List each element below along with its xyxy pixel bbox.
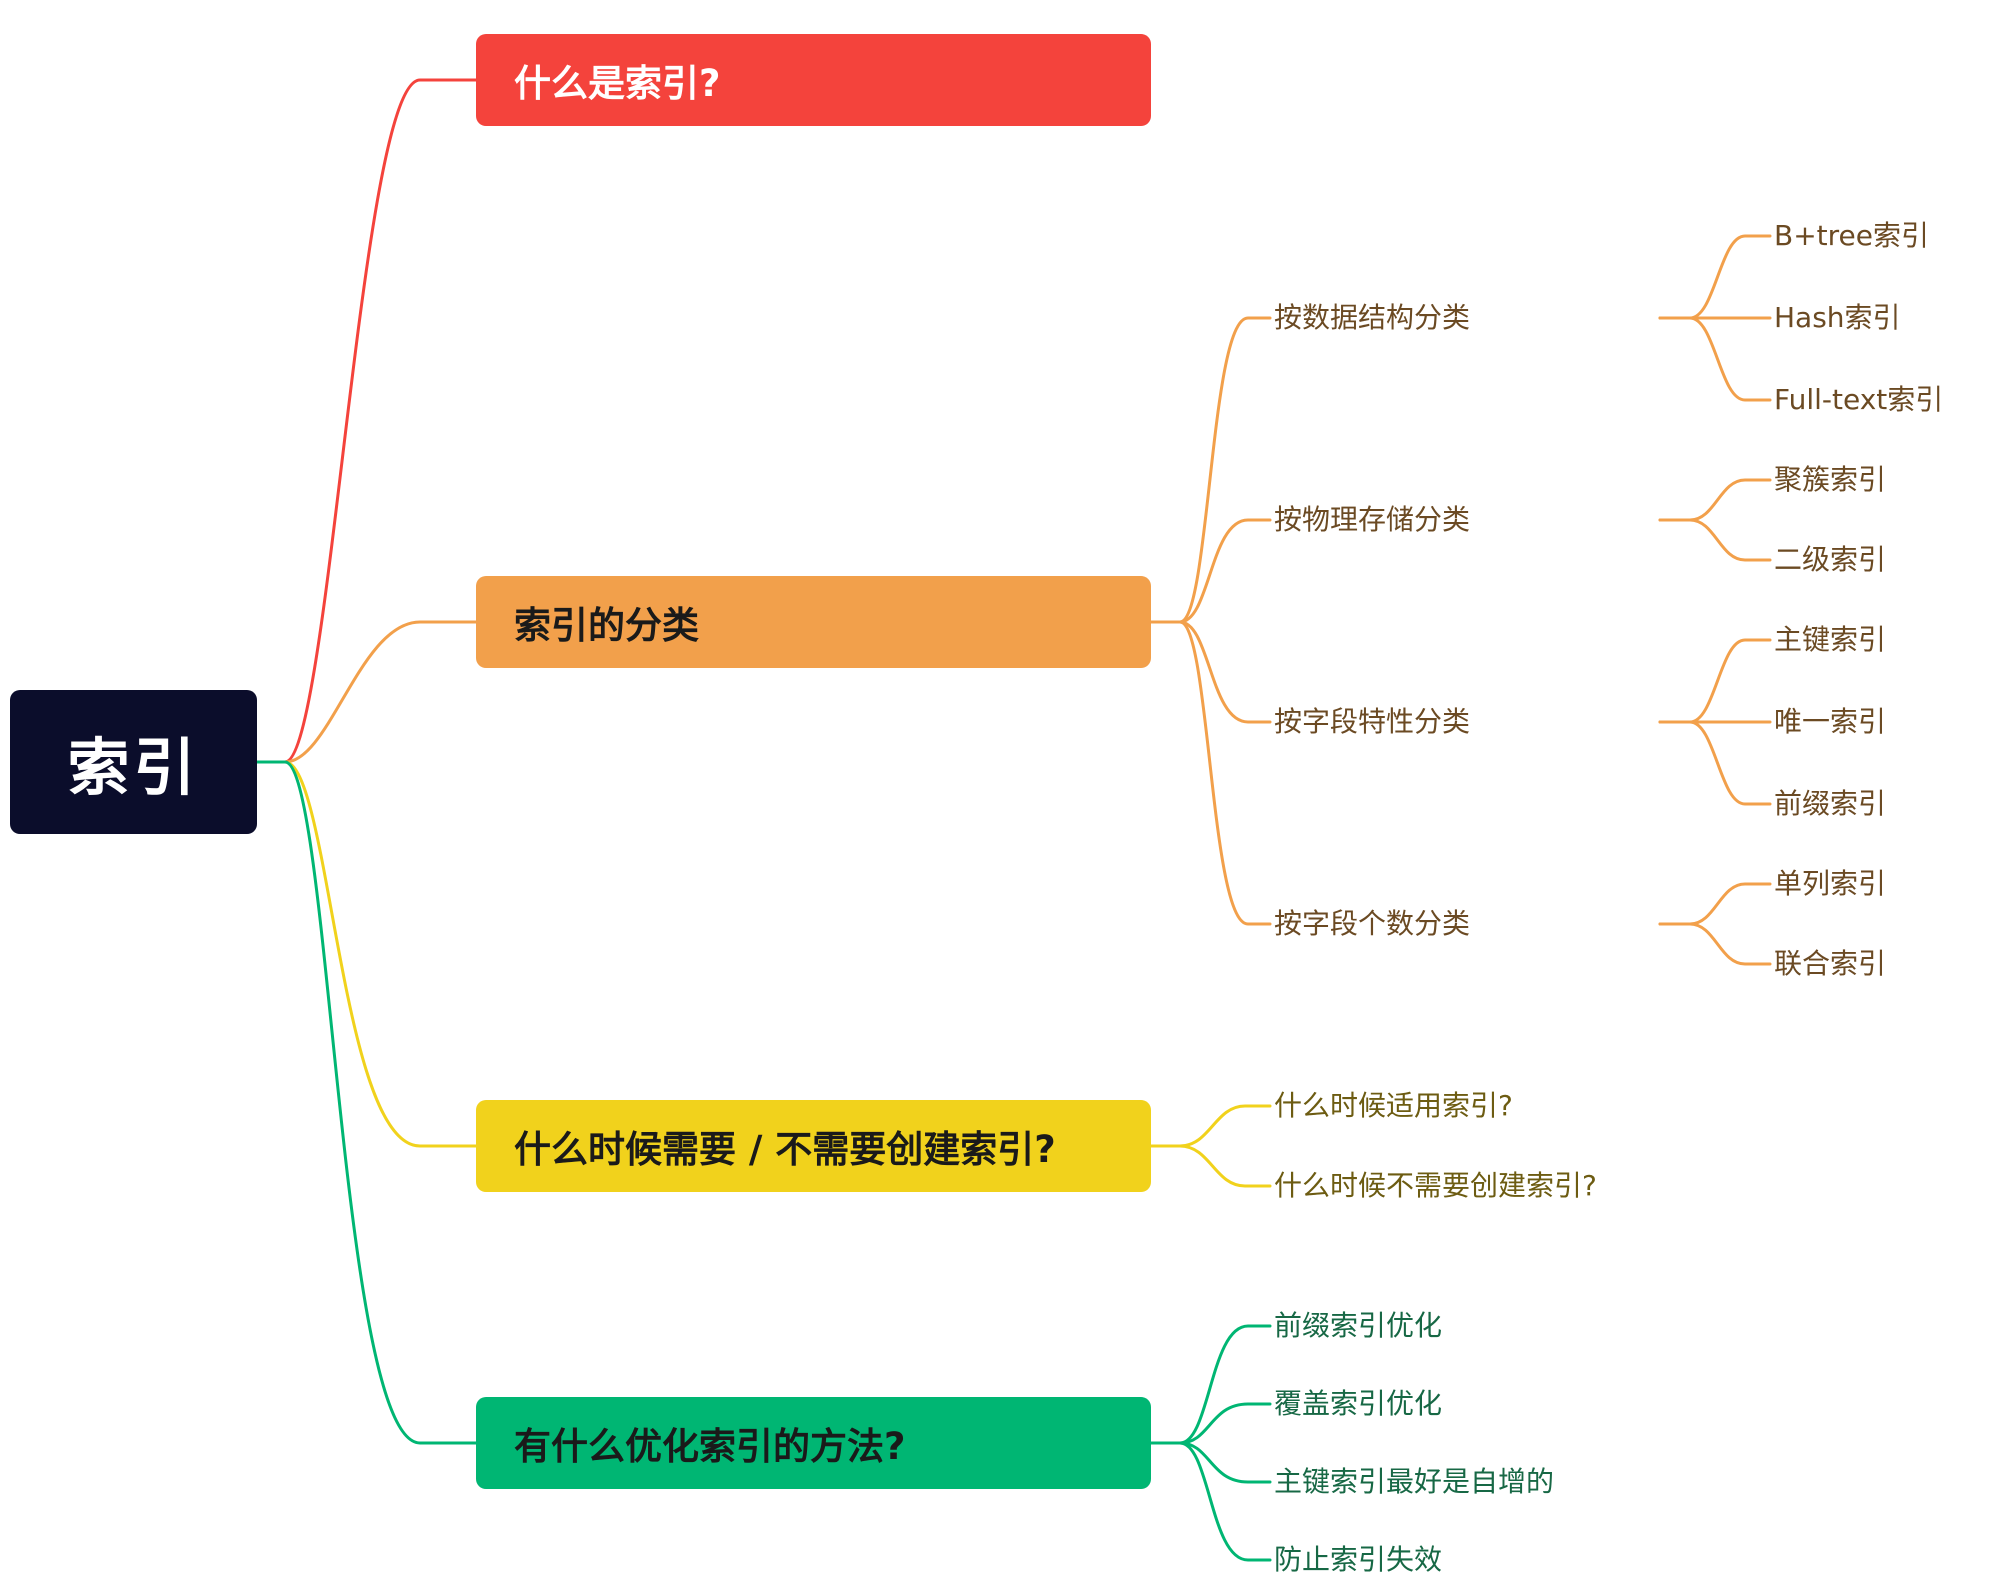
leaf-hash-index[interactable]: Hash索引	[1774, 301, 1901, 334]
node-by-data-structure[interactable]: 按数据结构分类	[1274, 301, 1471, 334]
node-by-physical-storage[interactable]: 按物理存储分类	[1274, 503, 1471, 536]
leaf-fulltext-index[interactable]: Full-text索引	[1774, 383, 1944, 416]
connectors-orange-level2	[1149, 316, 1272, 926]
leaf-btree-index[interactable]: B+tree索引	[1774, 219, 1929, 252]
connector-root-red	[255, 78, 478, 764]
leaf-unique-index[interactable]: 唯一索引	[1774, 705, 1887, 738]
root-node[interactable]: 索引	[10, 690, 257, 834]
branch-index-optimization[interactable]: 有什么优化索引的方法?	[476, 1397, 1151, 1489]
node-covering-index-optimization[interactable]: 覆盖索引优化	[1274, 1387, 1443, 1420]
node-prevent-index-failure[interactable]: 防止索引失效	[1274, 1543, 1443, 1576]
leaf-clustered-index[interactable]: 聚簇索引	[1774, 463, 1887, 496]
connector-root-green	[255, 760, 478, 1445]
leaf-composite-index[interactable]: 联合索引	[1774, 947, 1887, 980]
node-by-field-property[interactable]: 按字段特性分类	[1274, 705, 1471, 738]
node-when-no-index-needed[interactable]: 什么时候不需要创建索引?	[1274, 1169, 1597, 1202]
leaf-single-column-index[interactable]: 单列索引	[1774, 867, 1887, 900]
branch-what-is-index[interactable]: 什么是索引?	[476, 34, 1151, 126]
connectors-orange-level3	[1658, 234, 1772, 966]
connectors-green	[1149, 1324, 1272, 1562]
leaf-secondary-index[interactable]: 二级索引	[1774, 543, 1887, 576]
connector-root-orange	[255, 620, 478, 764]
leaf-prefix-index[interactable]: 前缀索引	[1774, 787, 1887, 820]
branch-when-to-create-index[interactable]: 什么时候需要 / 不需要创建索引?	[476, 1100, 1151, 1192]
node-prefix-index-optimization[interactable]: 前缀索引优化	[1274, 1309, 1443, 1342]
connector-root-yellow	[255, 760, 478, 1148]
node-auto-increment-primary-key[interactable]: 主键索引最好是自增的	[1274, 1465, 1555, 1498]
connectors-yellow	[1149, 1104, 1272, 1188]
node-when-index-applies[interactable]: 什么时候适用索引?	[1274, 1089, 1513, 1122]
node-by-field-count[interactable]: 按字段个数分类	[1274, 907, 1471, 940]
branch-index-classification[interactable]: 索引的分类	[476, 576, 1151, 668]
leaf-primary-key-index[interactable]: 主键索引	[1774, 623, 1887, 656]
